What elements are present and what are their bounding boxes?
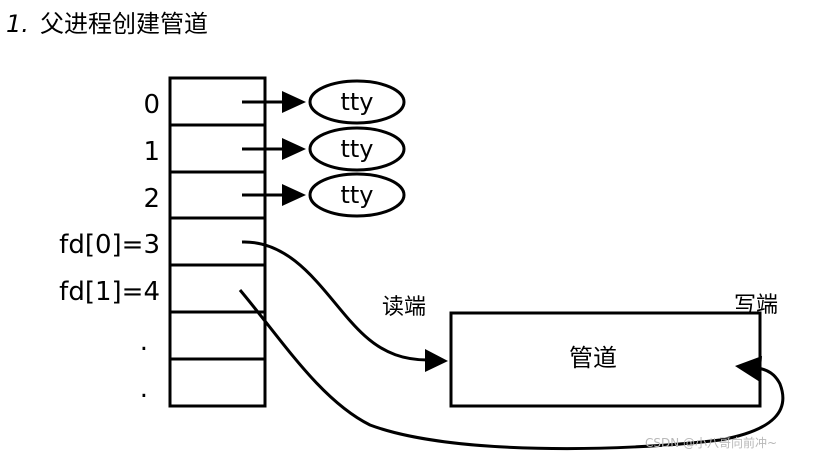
read-end-curve xyxy=(241,240,429,362)
write-end-curve xyxy=(238,289,785,451)
fd-labels: 0 1 2 fd[0]=3 fd[1]=4 . . xyxy=(59,90,160,404)
write-end-label: 写端 xyxy=(734,293,778,318)
tty-label: tty xyxy=(340,181,373,209)
tty-ellipse xyxy=(308,172,406,218)
fd-label-2: 2 xyxy=(143,184,160,214)
tty-ellipse xyxy=(308,126,406,172)
pipe-label: 管道 xyxy=(569,344,617,372)
fd-label-3: fd[0]=3 xyxy=(59,230,160,260)
arrowhead xyxy=(282,138,306,160)
arrowhead xyxy=(282,91,306,113)
tty-label: tty xyxy=(340,135,373,163)
fd-label-dot: . xyxy=(140,327,148,357)
title-number: 1. xyxy=(6,10,29,38)
fd-label-dot: . xyxy=(140,374,148,404)
tty-nodes: tty tty tty xyxy=(308,79,406,218)
fd-label-1: 1 xyxy=(143,137,160,167)
read-end-label: 读端 xyxy=(382,295,426,320)
fd-label-0: 0 xyxy=(143,90,160,120)
tty-label: tty xyxy=(340,88,373,116)
read-end-arrowhead xyxy=(425,349,448,372)
arrowhead xyxy=(282,184,306,206)
fd-label-4: fd[1]=4 xyxy=(59,277,160,307)
write-end-arrowhead xyxy=(735,356,762,382)
tty-arrows xyxy=(242,91,306,206)
title-text: 父进程创建管道 xyxy=(40,10,208,38)
watermark: CSDN @小八哥向前冲~ xyxy=(645,435,777,450)
tty-ellipse xyxy=(308,79,406,125)
